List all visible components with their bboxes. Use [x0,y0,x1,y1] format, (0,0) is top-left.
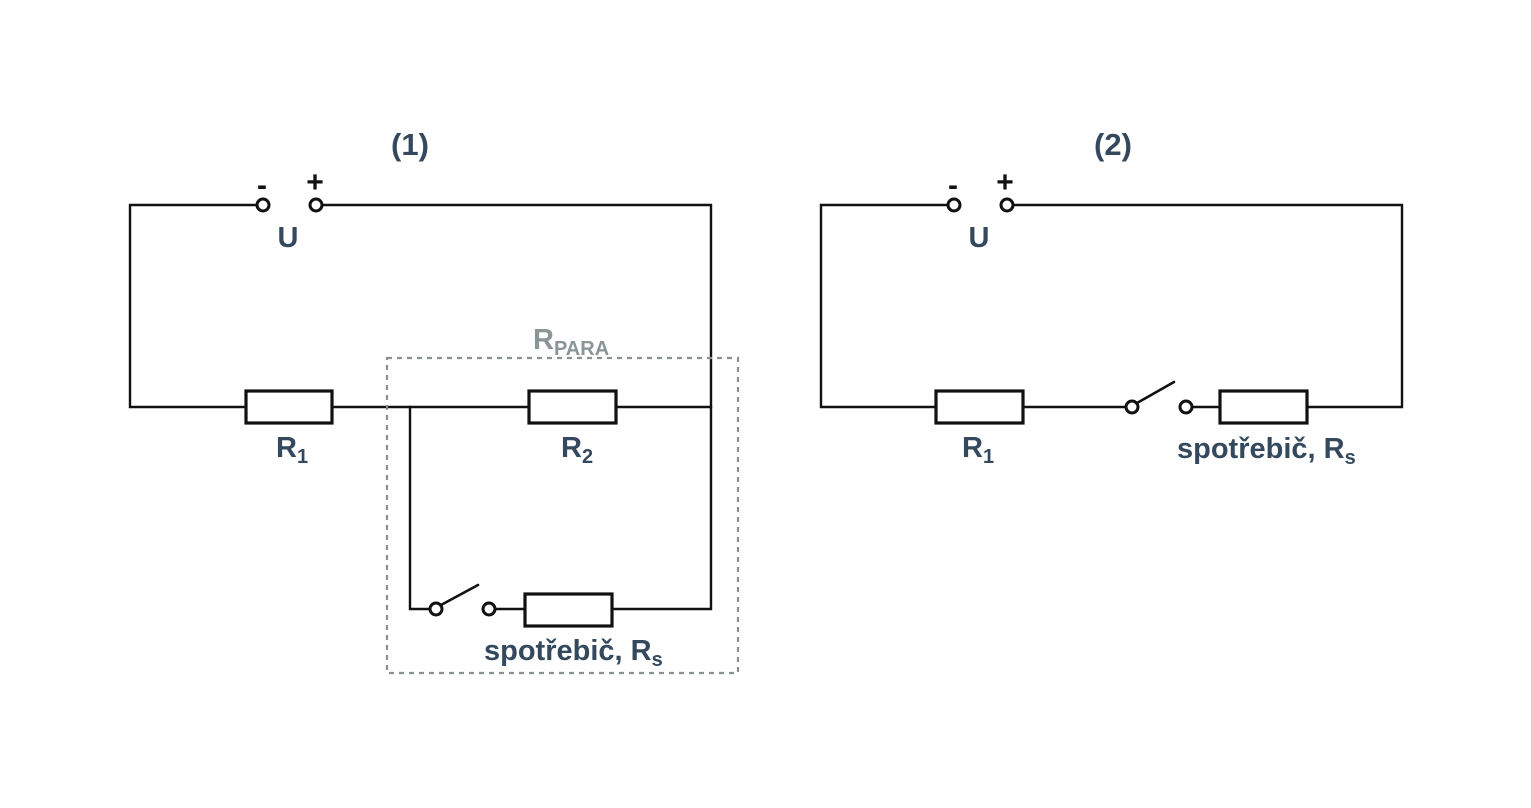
circuit-1-appliance-label: spotřebič, Rs [484,635,663,671]
circuit-1-voltage-label: U [278,222,299,254]
circuit-1-r1-resistor [244,389,334,425]
circuit-2-plus-sign: + [996,166,1014,199]
circuit-2-switch-contact-left [1124,399,1140,415]
circuit-1-parallel-branch-wire [408,405,713,611]
circuit-1-r2-resistor [527,389,618,425]
circuit-2-plus-terminal [999,197,1015,213]
circuit-2-r1-resistor [934,389,1025,425]
circuit-2: (2) - + U R1 spotřebič, Rs [819,127,1404,469]
circuit-1-appliance-resistor [523,592,614,628]
circuit-2-appliance-label: spotřebič, Rs [1177,433,1356,469]
circuit-2-appliance-resistor [1218,389,1309,425]
circuit-1: (1) - + U R1 R2 spotřebič, Rs RPARA [128,127,740,675]
circuit-1-switch-lever [439,583,480,607]
circuit-1-r1-label: R1 [276,432,308,468]
circuit-2-wire [819,203,1404,409]
circuit-1-para-group-box [385,356,740,675]
circuit-2-minus-sign: - [948,169,958,202]
circuit-1-plus-terminal [308,197,324,213]
circuit-1-switch-contact-left [428,601,444,617]
circuit-2-heading: (2) [1094,127,1132,162]
circuit-1-para-label: RPARA [533,324,609,360]
circuit-1-heading: (1) [391,127,429,162]
circuit-1-plus-sign: + [306,166,324,199]
circuit-1-r2-label: R2 [561,432,593,468]
circuit-2-minus-terminal [946,197,962,213]
circuit-2-switch-lever [1135,380,1176,405]
circuit-2-switch [1124,380,1194,415]
circuit-2-switch-contact-right [1178,399,1194,415]
circuit-1-outer-wire [128,203,713,409]
circuit-2-voltage-label: U [969,222,990,254]
circuit-1-switch-contact-right [481,601,497,617]
circuit-2-r1-label: R1 [962,432,994,468]
circuit-1-switch [428,583,497,617]
circuit-1-minus-terminal [255,197,271,213]
circuit-1-minus-sign: - [257,169,267,202]
